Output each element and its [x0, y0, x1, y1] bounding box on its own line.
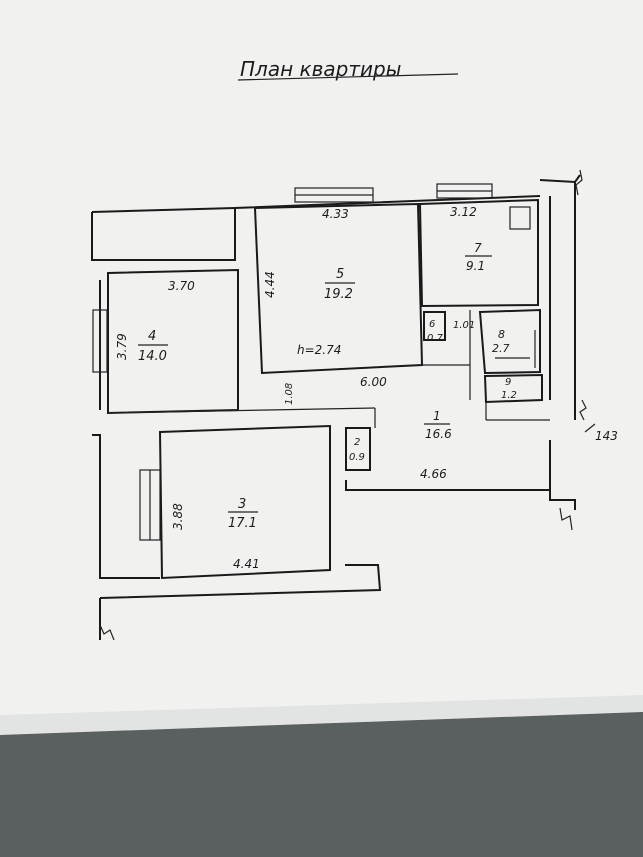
- dim-room4-width: 3.70: [168, 279, 195, 293]
- break-marks: [99, 169, 587, 641]
- paper-edge: [0, 695, 643, 735]
- dim-door-gap: 1.08: [284, 383, 295, 405]
- room-9-area: 1.2: [501, 390, 517, 401]
- facade-mark: [584, 423, 596, 433]
- dim-room5-side: 4.44: [263, 271, 277, 298]
- dimension-labels: 4.33 3.12 3.70 4.44 3.79 6.00 1.01 1.08 …: [115, 205, 618, 571]
- room-labels: 4 14.0 5 19.2 7 9.1 3 17.1 1 16.6 2 0.9 …: [138, 241, 517, 531]
- room-3-area: 17.1: [228, 516, 257, 531]
- dim-room5-bottom: 6.00: [360, 375, 387, 389]
- room-4-area: 14.0: [138, 349, 167, 364]
- partitions: [107, 310, 550, 428]
- room-3-number: 3: [238, 497, 246, 512]
- room-4-number: 4: [148, 329, 156, 344]
- room-5-area: 19.2: [324, 287, 353, 302]
- room-9-number: 9: [505, 377, 511, 388]
- room-6: [423, 311, 446, 341]
- room-8: [478, 308, 541, 375]
- room-1-area: 16.6: [425, 427, 452, 441]
- room-2-number: 2: [354, 437, 360, 448]
- title-underline: [237, 73, 459, 81]
- dim-corridor: 1.01: [453, 320, 475, 331]
- room-2-area: 0.9: [349, 452, 365, 463]
- room-7-number: 7: [474, 241, 482, 255]
- room-6-area: 0.7: [427, 333, 444, 344]
- ceiling-height: h=2.74: [297, 343, 341, 357]
- room-7-area: 9.1: [466, 259, 485, 273]
- dim-room1-width: 4.66: [420, 467, 447, 481]
- room-9: [483, 373, 543, 404]
- room-3: [158, 424, 331, 580]
- room-1-number: 1: [433, 409, 441, 423]
- room-5-number: 5: [336, 267, 344, 282]
- dim-room3-width: 4.41: [233, 557, 260, 571]
- room-2: [345, 427, 371, 471]
- dim-room3-side: 3.88: [171, 503, 185, 530]
- facade-number: 143: [595, 429, 618, 443]
- room-7: [418, 198, 539, 308]
- dim-room5-width: 4.33: [322, 207, 349, 221]
- room-8-area: 2.7: [492, 342, 510, 355]
- dim-room4-side: 3.79: [115, 333, 129, 360]
- room-6-number: 6: [429, 319, 435, 330]
- room-8-number: 8: [498, 328, 505, 341]
- paper-sheet: [0, 0, 643, 720]
- plan-title: План квартиры: [240, 57, 401, 81]
- dim-room7-width: 3.12: [450, 205, 477, 219]
- stove-icon: [509, 206, 531, 230]
